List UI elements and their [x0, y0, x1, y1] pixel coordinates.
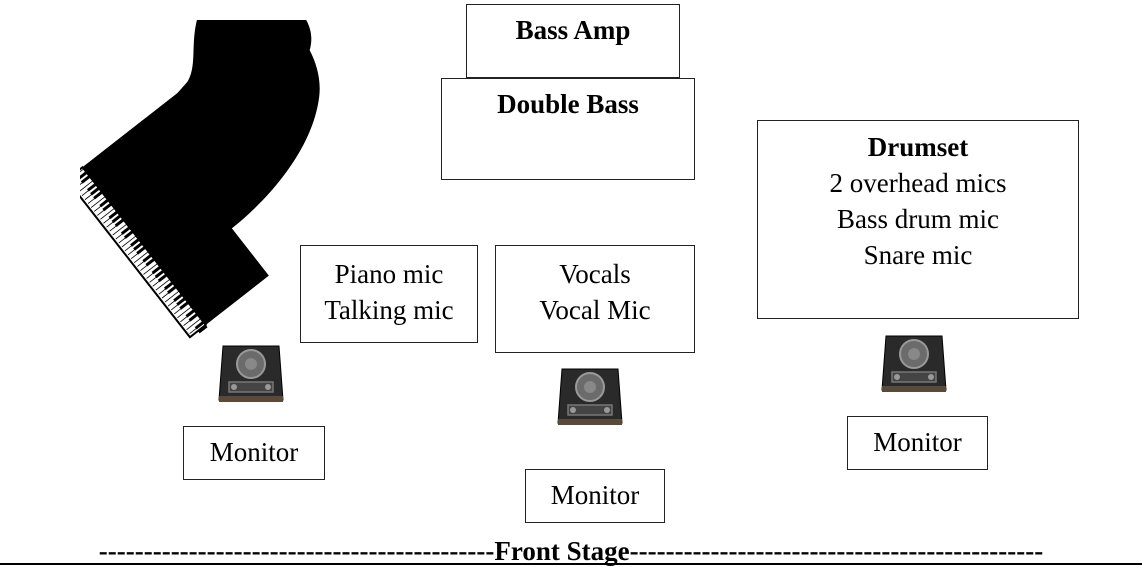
front-stage-label: ----------------------------------------…: [98, 536, 1044, 566]
talking-mic-label: Talking mic: [324, 295, 454, 325]
grand-piano-icon: [80, 20, 320, 339]
piano-mics-box: Piano mic Talking mic: [300, 245, 478, 343]
drumset-line-snare: Snare mic: [863, 240, 973, 270]
monitor-label-right: Monitor: [847, 416, 988, 470]
drumset-line-overhead: 2 overhead mics: [829, 168, 1007, 198]
monitor-label-left: Monitor: [183, 426, 325, 480]
vocals-label: Vocals: [559, 259, 631, 289]
stage-monitor-icon: [218, 345, 284, 402]
monitor-left-text: Monitor: [209, 437, 299, 467]
drumset-box: Drumset 2 overhead mics Bass drum mic Sn…: [757, 120, 1079, 319]
stage-monitor-icon: [881, 335, 947, 392]
double-bass-box: Double Bass: [441, 78, 695, 180]
monitor-center-text: Monitor: [550, 480, 640, 510]
front-stage-divider: ----------------------------------------…: [0, 532, 1142, 567]
drumset-line-bass-drum: Bass drum mic: [837, 204, 999, 234]
monitor-right-text: Monitor: [873, 427, 962, 457]
drumset-title: Drumset: [867, 132, 969, 162]
front-stage-underline: [0, 563, 1142, 565]
stage-monitor-icon: [557, 368, 623, 425]
bass-amp-label: Bass Amp: [515, 15, 631, 45]
double-bass-label: Double Bass: [497, 89, 639, 119]
vocal-mic-label: Vocal Mic: [539, 295, 651, 325]
vocals-box: Vocals Vocal Mic: [495, 245, 695, 353]
bass-amp-box: Bass Amp: [466, 4, 680, 78]
monitor-label-center: Monitor: [525, 469, 665, 523]
piano-mic-label: Piano mic: [334, 259, 444, 289]
